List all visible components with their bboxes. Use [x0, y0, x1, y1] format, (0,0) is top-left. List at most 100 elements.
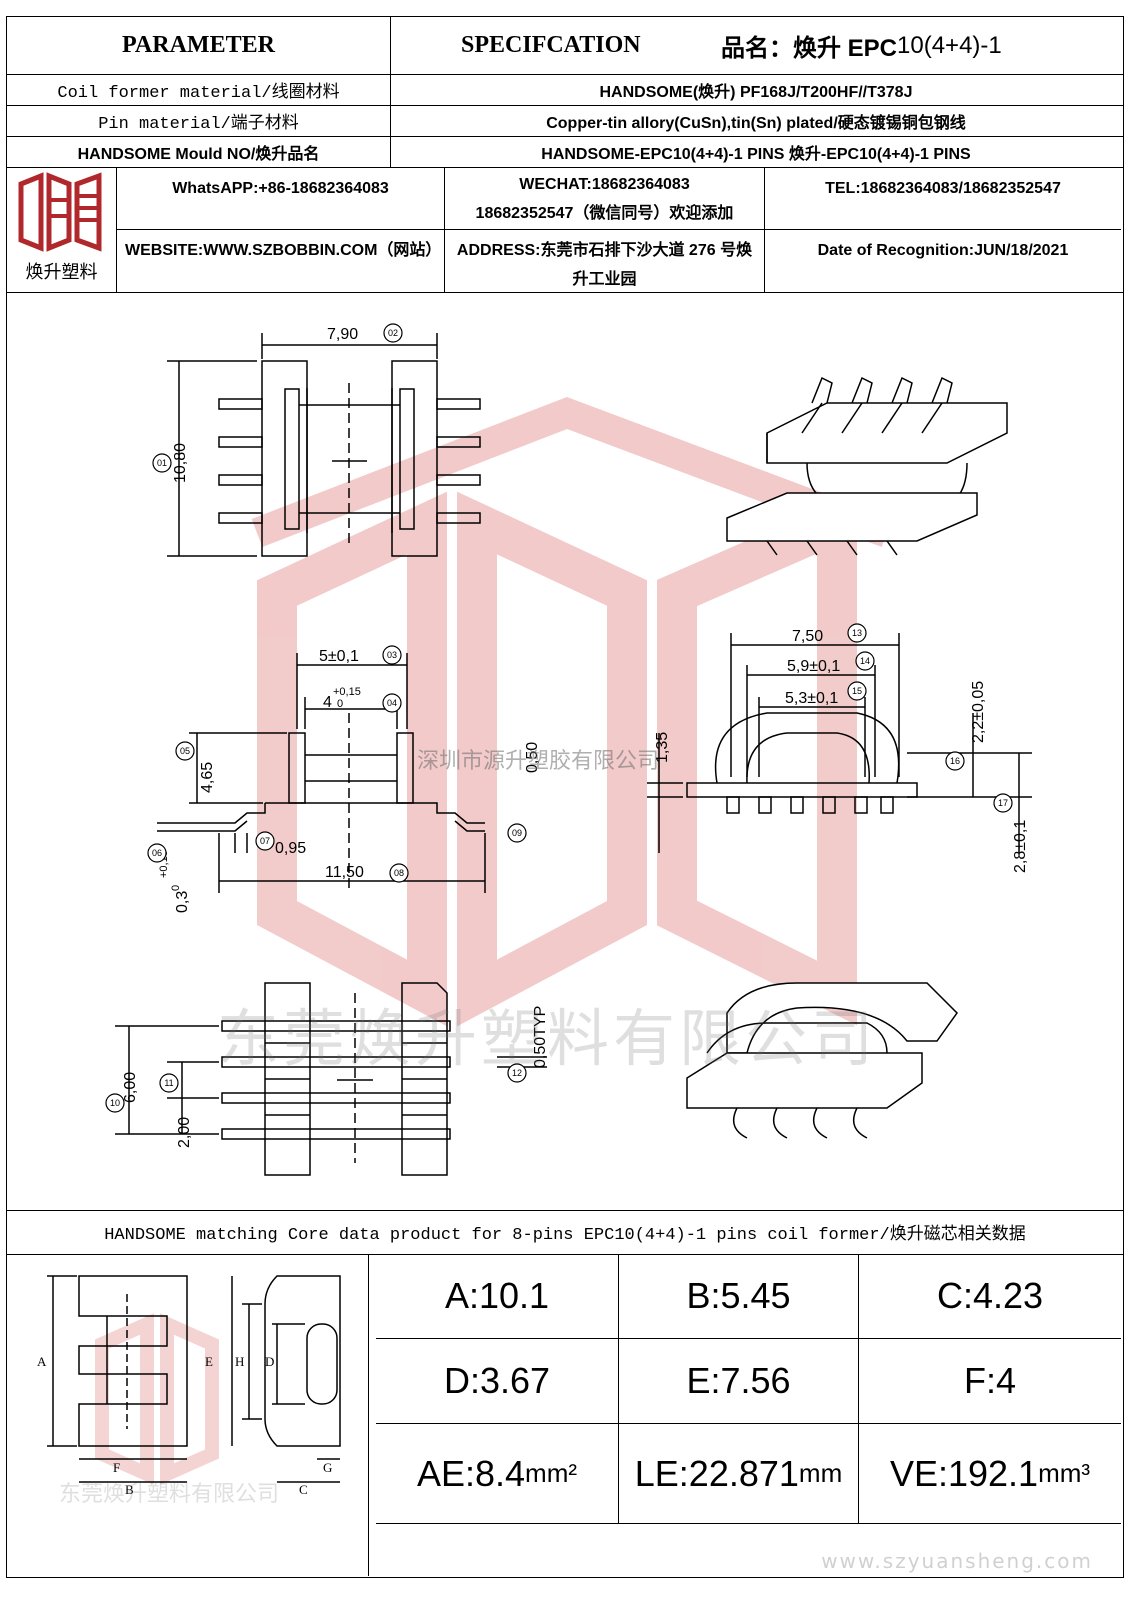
dimension-label: +0,15 — [333, 686, 361, 698]
spec-row-pin: Pin material/端子材料 Copper-tin allory(CuSn… — [7, 106, 1123, 137]
dimension-label: 2,2±0,05 — [970, 681, 987, 743]
company-info-row-1: WhatsAPP:+86-18682364083 WECHAT:18682364… — [117, 168, 1121, 230]
recognition-date: Date of Recognition:JUN/18/2021 — [817, 242, 1069, 259]
dimension-marker: 14 — [855, 651, 875, 671]
core-dimension-letter: B — [125, 1482, 134, 1497]
dimension-label: 4 — [323, 694, 332, 711]
dimension-label: 0,50TYP — [532, 1006, 549, 1068]
svg-text:14: 14 — [860, 656, 870, 666]
dimension-marker: 01 — [152, 453, 172, 473]
svg-text:11: 11 — [164, 1078, 173, 1088]
svg-text:12: 12 — [512, 1068, 522, 1078]
watermark-dg: 东莞焕升塑料有限公司 — [217, 1002, 878, 1075]
svg-text:03: 03 — [387, 650, 397, 660]
dimension-marker: 15 — [847, 681, 867, 701]
spec-label: Pin material/端子材料 — [7, 106, 391, 136]
website: WEBSITE:WWW.SZBOBBIN.COM（网站） — [117, 230, 445, 292]
spec-value: HANDSOME(焕升) PF168J/T200HF//T378J — [599, 84, 913, 101]
dimension-marker: 11 — [159, 1073, 179, 1093]
dimension-label: 2,00 — [176, 1117, 193, 1148]
param-b: B:5.45 — [619, 1254, 859, 1339]
dimension-label: 0,50 — [524, 742, 541, 773]
dimension-label: 0 — [170, 885, 182, 891]
svg-text:15: 15 — [852, 686, 862, 696]
dimension-label: 5,9±0,1 — [787, 658, 840, 675]
dimension-label: 1,35 — [654, 732, 671, 763]
dimension-label: 0,95 — [275, 840, 306, 857]
company-info: 焕升塑料 WhatsAPP:+86-18682364083 WECHAT:186… — [7, 168, 1123, 293]
logo-caption: 焕升塑料 — [25, 262, 98, 282]
core-dimension-letter: F — [113, 1460, 120, 1475]
dimension-marker: 13 — [847, 623, 867, 643]
param-d: D:3.67 — [376, 1339, 619, 1424]
spec-label: Coil former material/线圈材料 — [7, 75, 391, 105]
whatsapp: WhatsAPP:+86-18682364083 — [117, 168, 445, 230]
svg-text:07: 07 — [260, 836, 270, 846]
site-watermark: www.szyuansheng.com — [821, 1549, 1093, 1573]
param-c: C:4.23 — [859, 1254, 1121, 1339]
wechat-line-2: 18682352547（微信同号）欢迎添加 — [475, 205, 734, 222]
dimension-label: 7,50 — [792, 628, 823, 645]
telephone: TEL:18682364083/18682352547 — [825, 180, 1061, 197]
dimension-marker: 07 — [255, 831, 275, 851]
core-dimension-letter: D — [265, 1354, 274, 1369]
spec-row-coil: Coil former material/线圈材料 HANDSOME(焕升) P… — [7, 75, 1123, 106]
svg-text:05: 05 — [180, 746, 190, 756]
company-info-row-2: WEBSITE:WWW.SZBOBBIN.COM（网站） ADDRESS:东莞市… — [117, 230, 1121, 292]
dimension-label: 2,8±0,1 — [1012, 820, 1029, 873]
svg-text:09: 09 — [512, 828, 522, 838]
spec-value: Copper-tin allory(CuSn),tin(Sn) plated/硬… — [546, 115, 966, 132]
wechat: WECHAT:18682364083 18682352547（微信同号）欢迎添加 — [445, 168, 765, 230]
dimension-marker: 05 — [175, 741, 195, 761]
watermark-sz: 深圳市源升塑胶有限公司 — [417, 749, 660, 774]
wechat-line-1: WECHAT:18682364083 — [519, 176, 690, 193]
core-data: A F B E H D G C 东莞焕升塑料有限公司 A:10.1 B:5.45… — [7, 1254, 1123, 1576]
core-dimension-letter: H — [235, 1354, 244, 1369]
dimension-marker: 09 — [507, 823, 527, 843]
svg-text:13: 13 — [852, 628, 862, 638]
core-watermark-logo-icon — [95, 1313, 219, 1485]
dimension-label: 0,3 — [174, 891, 191, 913]
logo-box: 焕升塑料 — [7, 168, 117, 292]
dimension-label: 0 — [337, 698, 343, 710]
spec-value: HANDSOME-EPC10(4+4)-1 PINS 焕升-EPC10(4+4)… — [541, 146, 971, 163]
dimension-label: 6,00 — [122, 1072, 139, 1103]
specification-heading: SPECIFCATION — [461, 32, 641, 58]
dimension-marker: 17 — [993, 793, 1013, 813]
product-name-model: 10(4+4)-1 — [897, 31, 1002, 59]
technical-drawing: 7,90 10,80 5±0,1 4 +0,15 0 4,65 0,95 11,… — [7, 293, 1123, 1211]
dimension-marker: 03 — [382, 645, 402, 665]
core-dimension-letter: E — [205, 1354, 213, 1369]
dimension-label: 10,80 — [172, 443, 189, 483]
svg-text:04: 04 — [387, 698, 397, 708]
spec-row-mould: HANDSOME Mould NO/焕升品名 HANDSOME-EPC10(4+… — [7, 137, 1123, 168]
dimension-marker: 08 — [389, 863, 409, 883]
param-f: F:4 — [859, 1339, 1121, 1424]
drawing-canvas: 7,90 10,80 5±0,1 4 +0,15 0 4,65 0,95 11,… — [105, 323, 1032, 1176]
dimension-label: 5±0,1 — [319, 648, 359, 665]
dimension-label: 11,50 — [325, 864, 364, 881]
svg-text:17: 17 — [998, 798, 1008, 808]
core-canvas: A F B E H D G C — [37, 1275, 341, 1497]
dimension-label: 5,3±0,1 — [785, 690, 838, 707]
spec-label: HANDSOME Mould NO/焕升品名 — [7, 137, 391, 167]
param-e: E:7.56 — [619, 1339, 859, 1424]
dimension-marker: 10 — [105, 1093, 125, 1113]
company-logo-icon — [18, 172, 102, 252]
parameter-heading: PARAMETER — [7, 17, 391, 74]
dimension-marker: 16 — [945, 751, 965, 771]
dimension-marker: 04 — [382, 693, 402, 713]
param-a: A:10.1 — [376, 1254, 619, 1339]
product-name-label: 品名：焕升 EPC — [721, 35, 898, 62]
core-parameter-grid: A:10.1 B:5.45 C:4.23 D:3.67 E:7.56 F:4 A… — [376, 1254, 1121, 1576]
core-watermark: 东莞焕升塑料有限公司 — [59, 1482, 280, 1507]
core-dimension-letter: C — [299, 1482, 308, 1497]
core-dimension-letter: G — [323, 1460, 332, 1475]
dimension-marker: 06 — [147, 843, 167, 863]
dimension-marker: 12 — [507, 1063, 527, 1083]
